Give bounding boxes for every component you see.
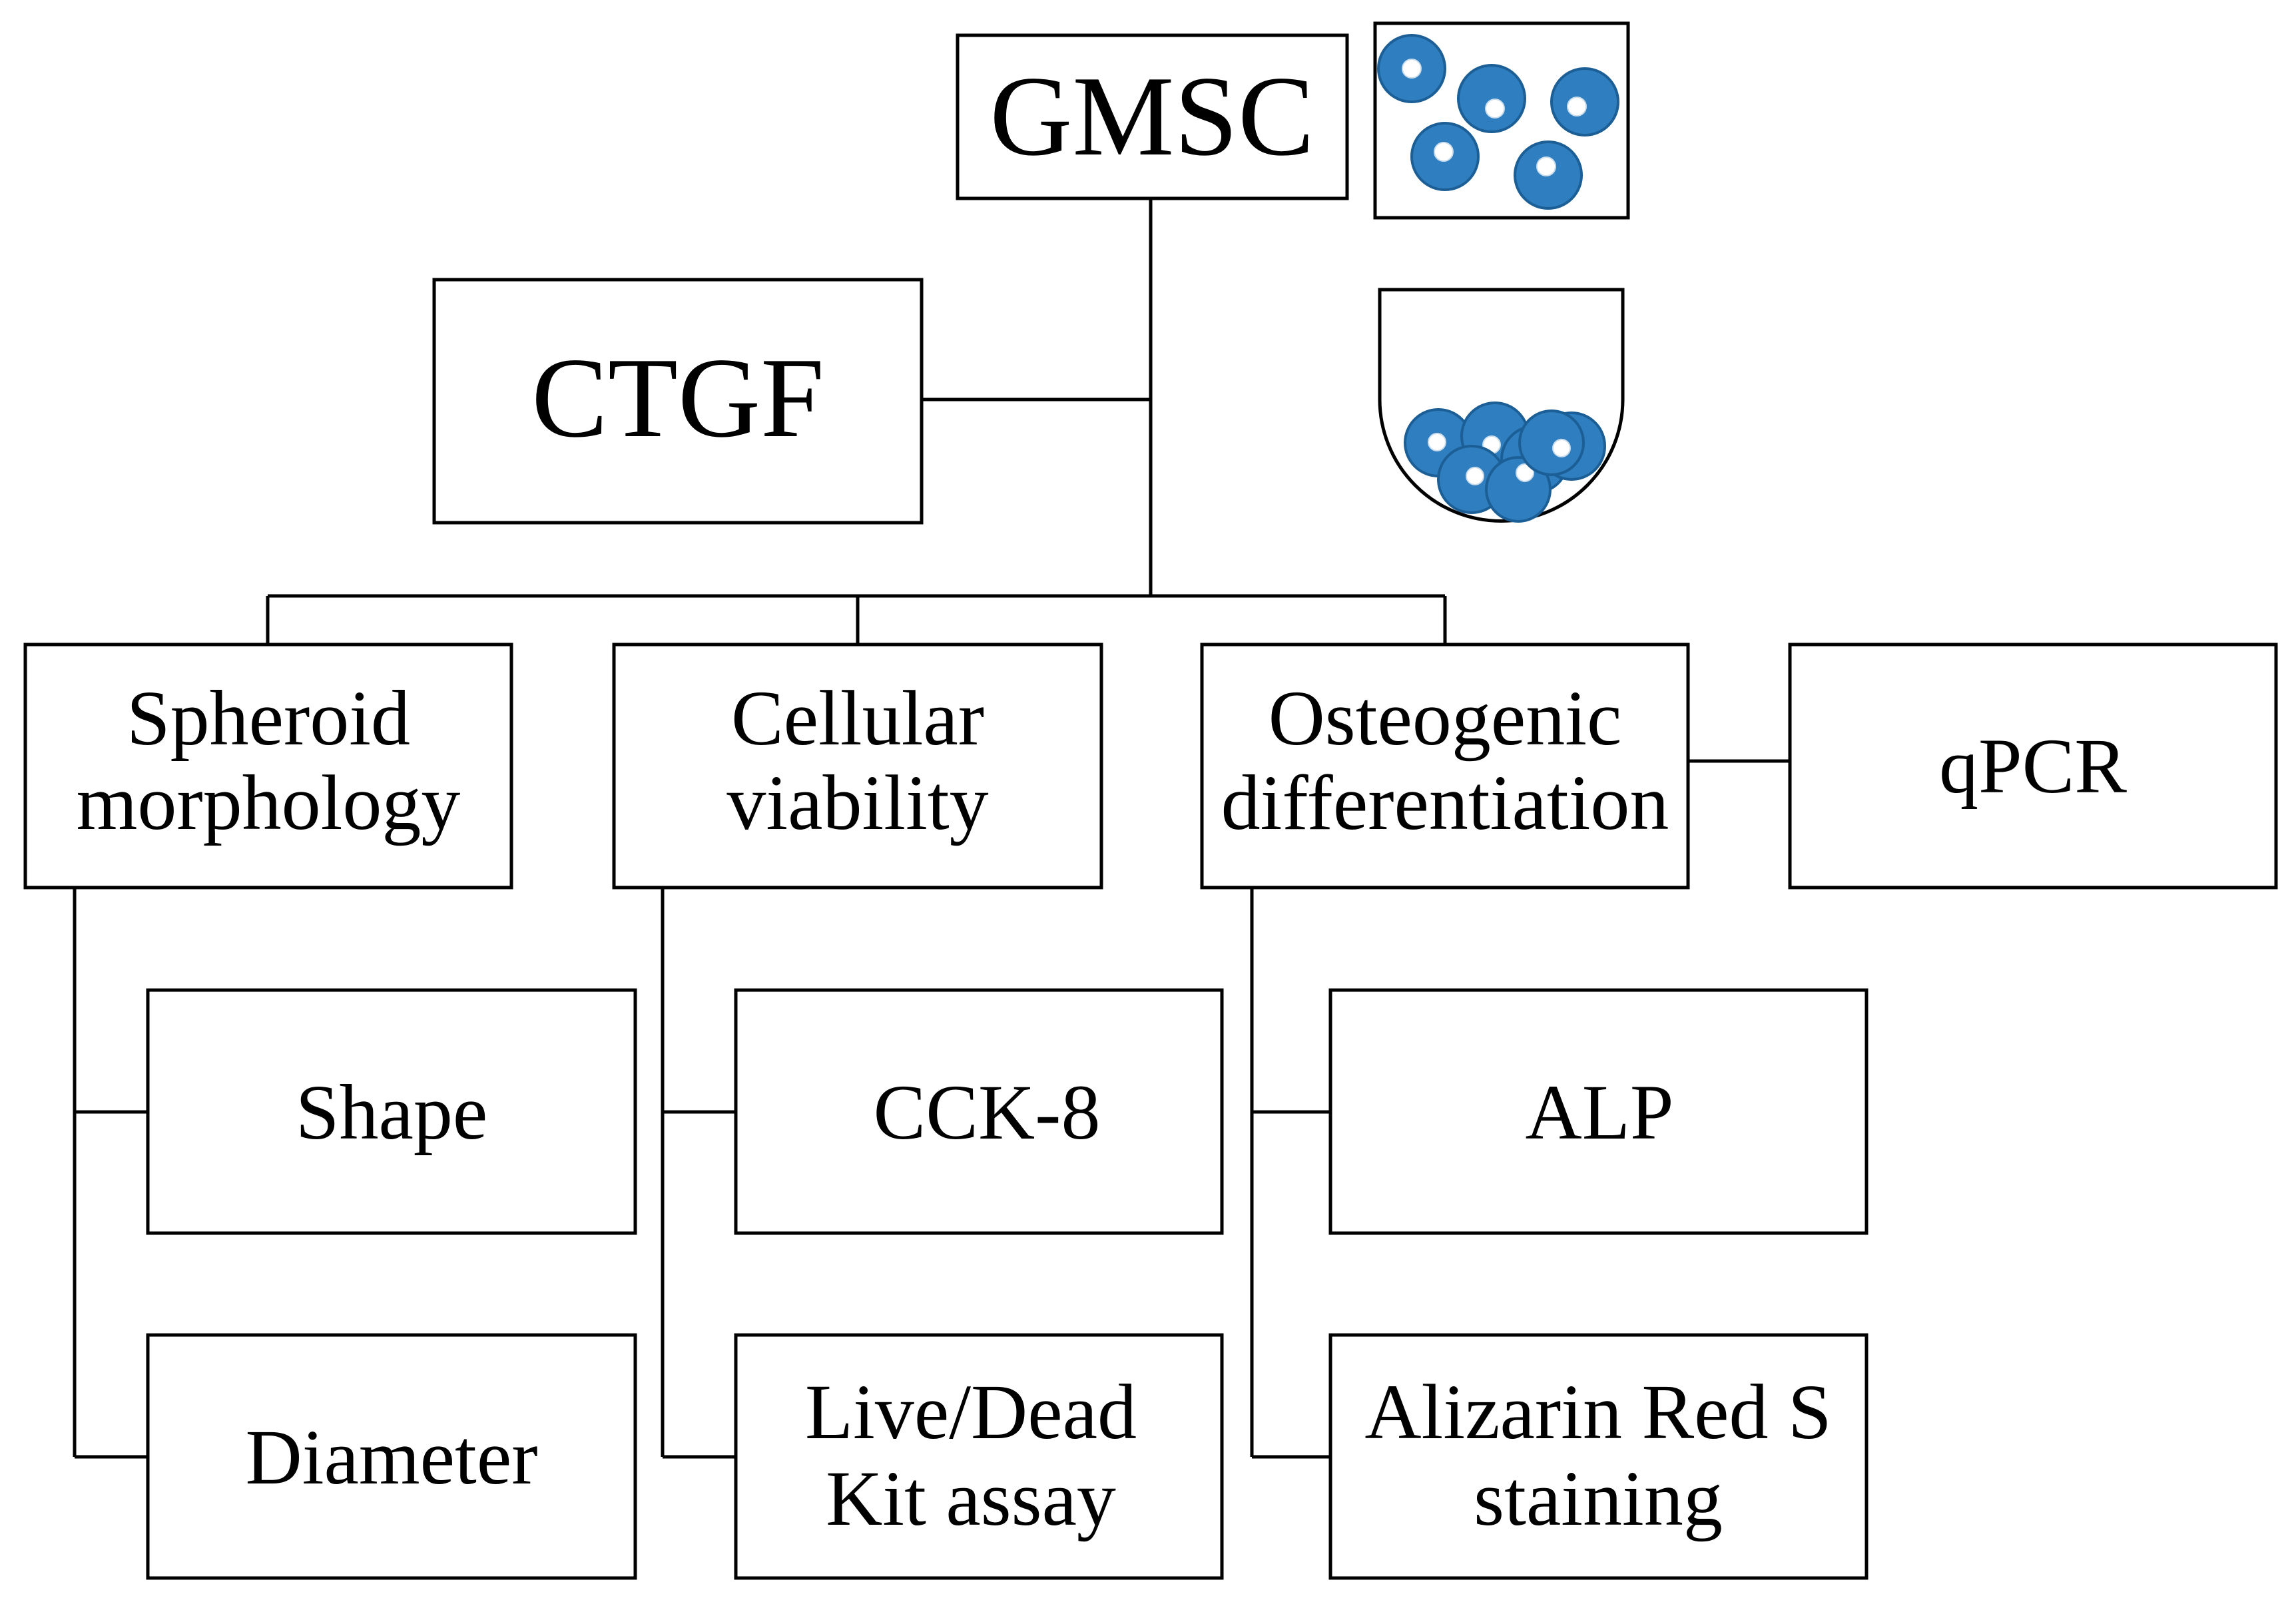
node-spheroid-label-line2: morphology	[77, 759, 461, 846]
node-spheroid-label-line1: Spheroid	[127, 674, 410, 762]
connectors	[73, 200, 1790, 1459]
node-qpcr-label: qPCR	[1939, 722, 2127, 810]
node-osteogenic-differentiation: Osteogenic differentiation	[1200, 643, 1690, 890]
node-shape: Shape	[146, 988, 637, 1235]
node-alp-label: ALP	[1526, 1069, 1674, 1156]
node-viability-label-line2: viability	[726, 759, 988, 846]
node-gmsc-label: GMSC	[990, 53, 1314, 180]
node-alp: ALP	[1328, 988, 1868, 1235]
cell-cluster	[1404, 401, 1606, 523]
node-livedead-label-line1: Live/Dead	[805, 1368, 1137, 1456]
node-livedead-label-line2: Kit assay	[826, 1455, 1116, 1542]
node-alizarin-label-line2: staining	[1474, 1455, 1723, 1542]
node-cellular-viability: Cellular viability	[612, 643, 1103, 890]
node-qpcr: qPCR	[1788, 643, 2278, 890]
node-diameter-label: Diameter	[246, 1414, 538, 1501]
node-osteo-label-line1: Osteogenic	[1269, 674, 1622, 762]
node-alizarin: Alizarin Red S staining	[1328, 1333, 1868, 1580]
cell-icon	[1457, 64, 1526, 133]
cell-icon	[1410, 122, 1480, 191]
node-ctgf: CTGF	[432, 278, 924, 525]
node-shape-label: Shape	[296, 1069, 487, 1156]
dispersed-cells-icon	[1373, 21, 1630, 220]
cell-icon	[1514, 140, 1583, 210]
cell-icon	[1377, 34, 1446, 103]
node-cck8-label: CCK-8	[874, 1069, 1101, 1156]
node-cck8: CCK-8	[734, 988, 1224, 1235]
cell-icon	[1550, 67, 1619, 136]
spheroid-well-icon	[1378, 288, 1625, 523]
node-alizarin-label-line1: Alizarin Red S	[1364, 1368, 1831, 1456]
node-viability-label-line1: Cellular	[731, 674, 984, 762]
node-livedead: Live/Dead Kit assay	[734, 1333, 1224, 1580]
node-gmsc: GMSC	[956, 33, 1349, 200]
node-ctgf-label: CTGF	[531, 335, 824, 461]
node-spheroid-morphology: Spheroid morphology	[23, 643, 513, 890]
node-diameter: Diameter	[146, 1333, 637, 1580]
node-osteo-label-line2: differentiation	[1221, 759, 1669, 846]
